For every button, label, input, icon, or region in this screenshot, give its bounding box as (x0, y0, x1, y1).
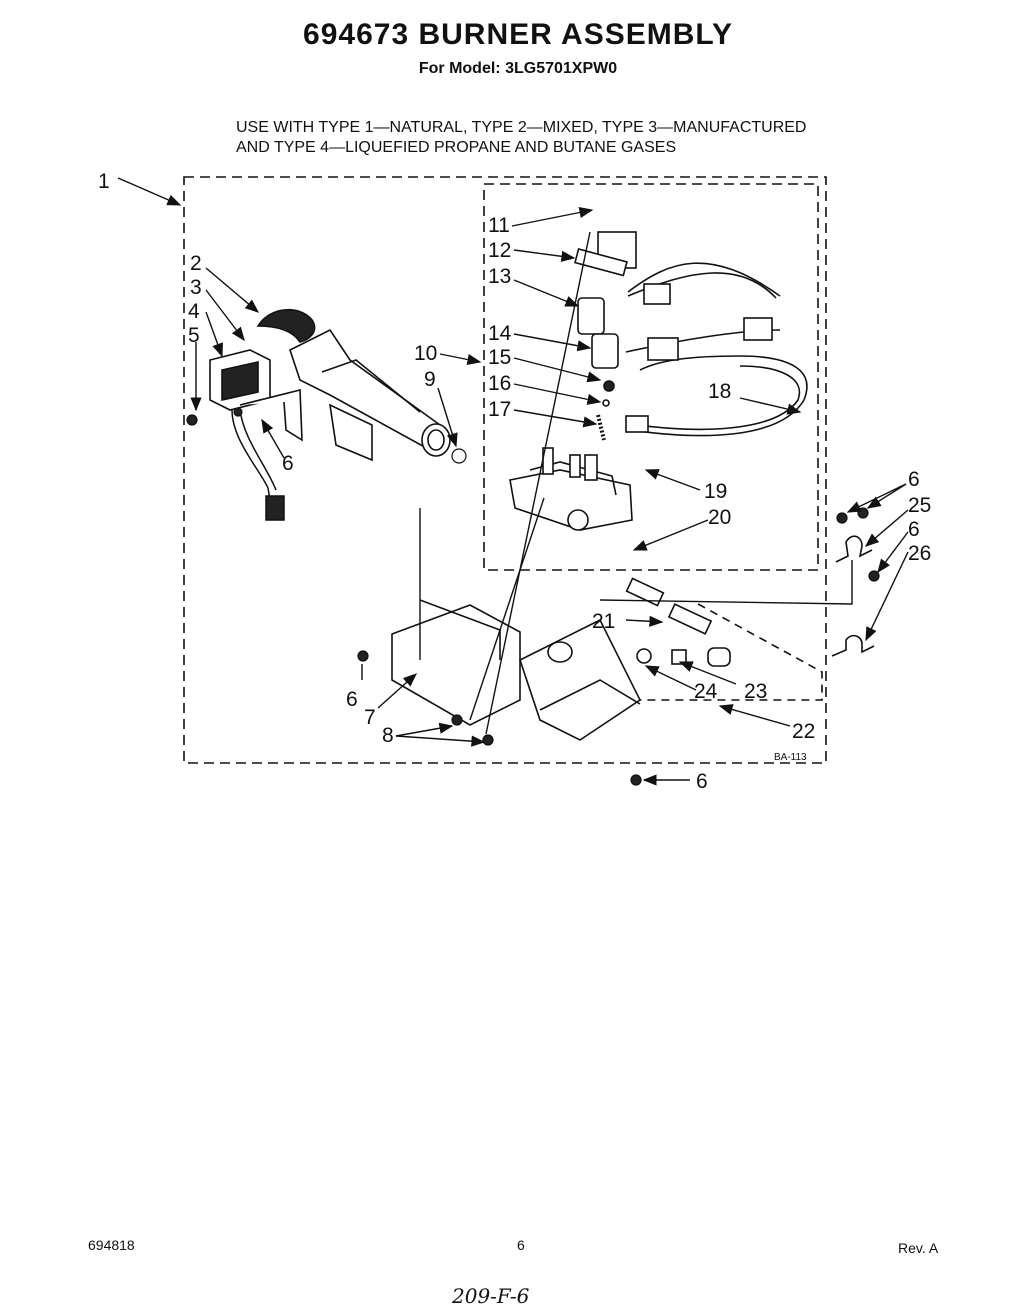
callout-24: 24 (694, 680, 718, 703)
callout-labels: 1 2 3 4 5 6 11 12 13 14 15 16 17 10 9 18… (98, 170, 931, 793)
mounting-bracket (391, 599, 642, 741)
note-line-1: USE WITH TYPE 1—NATURAL, TYPE 2—MIXED, T… (236, 119, 807, 136)
valve-assembly-outline (483, 183, 819, 571)
callout-21: 21 (592, 610, 615, 633)
pipe-clamps (831, 535, 875, 657)
callout-11: 11 (488, 214, 510, 237)
burner-tube (256, 308, 451, 462)
model-subtitle: For Model: 3LG5701XPW0 (418, 60, 618, 77)
callout-18: 18 (708, 380, 731, 403)
callout-23: 23 (744, 680, 767, 703)
callout-6-left: 6 (282, 452, 294, 475)
callout-19: 19 (704, 480, 727, 503)
gas-valve (509, 447, 633, 531)
callout-20: 20 (708, 506, 731, 529)
callout-7: 7 (364, 706, 376, 729)
callout-9: 9 (424, 368, 436, 391)
document-number: 694818 (88, 1237, 135, 1253)
handwritten-note: 209-F-6 (452, 1284, 530, 1308)
callout-16: 16 (488, 372, 511, 395)
callout-1: 1 (98, 170, 110, 193)
callout-6-bracket: 6 (346, 688, 358, 711)
wire-harness (625, 262, 808, 437)
diagram-code: BA-113 (774, 752, 807, 763)
callout-22: 22 (792, 720, 815, 743)
callout-leaders (117, 177, 909, 786)
revision-label: Rev. A (898, 1240, 939, 1256)
callout-17: 17 (488, 398, 511, 421)
screws (186, 407, 880, 786)
callout-13: 13 (488, 265, 511, 288)
callout-8: 8 (382, 724, 394, 747)
callout-5: 5 (188, 324, 200, 347)
callout-10: 10 (414, 342, 437, 365)
gas-type-note: USE WITH TYPE 1—NATURAL, TYPE 2—MIXED, T… (236, 118, 806, 158)
orifice-parts (625, 577, 731, 667)
callout-26: 26 (908, 542, 931, 565)
callout-6-bottom: 6 (696, 770, 708, 793)
callout-25: 25 (908, 494, 931, 517)
callout-14: 14 (488, 322, 512, 345)
igniter-bracket (209, 349, 303, 442)
callout-6-right-top: 6 (908, 468, 920, 491)
callout-4: 4 (188, 300, 200, 323)
callout-2: 2 (190, 252, 202, 275)
page-number: 6 (517, 1237, 525, 1253)
igniter-wire (231, 409, 285, 521)
note-line-2: AND TYPE 4—LIQUEFIED PROPANE AND BUTANE … (236, 139, 677, 156)
callout-6-right-mid: 6 (908, 518, 920, 541)
assembly-outline (183, 176, 827, 764)
orifice-group-outline (568, 603, 823, 701)
valve-coils (574, 231, 637, 441)
callout-3: 3 (190, 276, 202, 299)
callout-15: 15 (488, 346, 511, 369)
callout-12: 12 (488, 239, 511, 262)
page-title: 694673 BURNER ASSEMBLY (303, 18, 733, 51)
